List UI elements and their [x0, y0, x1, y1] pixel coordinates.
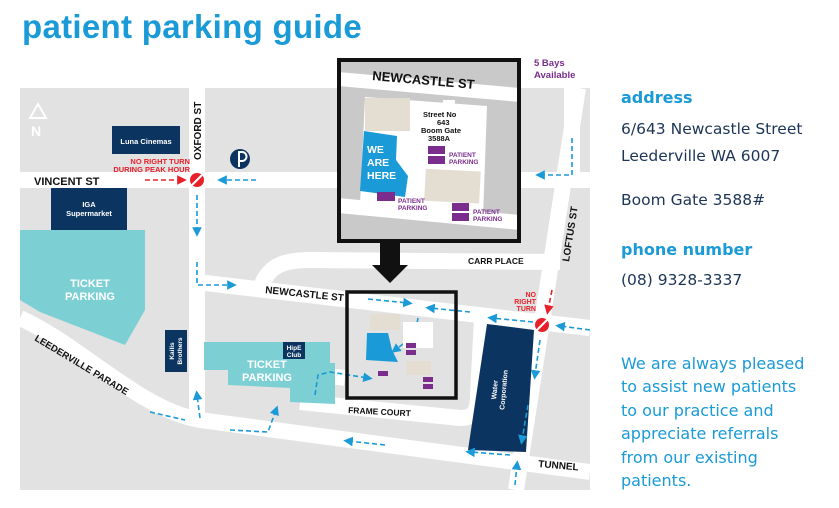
welcome-message: We are always pleased to assist new pati… — [621, 352, 831, 492]
luna-cinemas-label: Luna Cinemas — [120, 137, 171, 146]
boom-gate-value: 3588A — [428, 134, 451, 143]
we-are-here-label-3: HERE — [367, 170, 396, 182]
practice-location-box — [345, 290, 458, 400]
compass-label: N — [31, 123, 41, 139]
patient-parking-label: PATIENT — [398, 198, 425, 205]
message-line: We are always pleased — [621, 354, 805, 373]
loftus-warning-2: RIGHT — [514, 299, 537, 306]
luna-cinemas-building — [112, 126, 180, 154]
patient-parking-label: PATIENT — [473, 209, 500, 216]
patient-parking-label-2: PARKING — [473, 216, 503, 223]
message-line: appreciate referrals — [621, 424, 779, 444]
address-line-2: Leederville WA 6007 — [621, 147, 781, 165]
parking-icon — [230, 149, 250, 169]
north-arrow-icon — [28, 101, 48, 119]
north-compass: N — [28, 101, 48, 139]
iga-label: IGA — [82, 200, 96, 209]
tunnel-label: TUNNEL — [538, 459, 579, 473]
ticket-parking-label: TICKET — [70, 278, 110, 290]
address-heading: address — [621, 88, 693, 107]
patient-parking-label-2: PARKING — [449, 159, 479, 166]
kailis-brothers-building — [165, 330, 187, 372]
ticket-parking-label-centre: TICKET — [247, 359, 287, 371]
street-no-value: 643 — [437, 118, 450, 127]
page-title: patient parking guide — [22, 8, 362, 45]
water-corporation-building — [468, 324, 534, 452]
hipe-label-2: Club — [287, 352, 301, 359]
boom-gate-code: Boom Gate 3588# — [621, 191, 766, 209]
carr-place-label: CARR PLACE — [468, 256, 524, 266]
leederville-parade-road — [16, 310, 592, 480]
route-arrows: @ — [149, 138, 591, 486]
bays-available-label: Available — [534, 70, 575, 81]
loftus-warning-3: TURN — [517, 306, 536, 313]
water-corp-label-2: Corporation — [499, 370, 509, 411]
no-right-turn-arrow — [544, 289, 554, 315]
ticket-parking-west — [20, 230, 145, 345]
frame-court-label: FRAME COURT — [348, 405, 412, 418]
loftus-warning-1: NO — [526, 292, 537, 299]
no-right-turn-label: NO RIGHT TURN — [130, 157, 190, 166]
hipe-label: HipE — [287, 345, 302, 352]
ticket-parking-label-centre-2: PARKING — [242, 372, 292, 384]
hipe-club-building — [283, 342, 305, 359]
pointer-arrow-icon — [372, 242, 408, 283]
inset-detail-map: NEWCASTLE ST WE ARE HERE Street No 643 B… — [337, 58, 521, 243]
phone-heading: phone number — [621, 240, 753, 259]
water-corp-label: Water — [491, 380, 500, 400]
kailis-label-2: Brothers — [177, 337, 184, 364]
patient-parking-label: PATIENT — [449, 152, 476, 159]
boom-gate-label: Boom Gate — [421, 126, 461, 135]
oxford-st-label: OXFORD ST — [193, 102, 204, 160]
bays-count-label: 5 Bays — [534, 58, 565, 69]
we-are-here-label-2: ARE — [367, 157, 389, 169]
peak-hour-label: DURING PEAK HOUR — [113, 165, 190, 174]
iga-label-2: Supermarket — [66, 209, 112, 218]
newcastle-st-road — [196, 274, 591, 336]
we-are-here-label: WE — [367, 144, 384, 156]
message-line: patients. — [621, 471, 692, 491]
iga-building — [51, 188, 127, 230]
message-line: from our existing — [621, 447, 758, 467]
message-line: to our practice and — [621, 400, 774, 420]
street-no-label: Street No — [423, 110, 457, 119]
no-entry-icon — [535, 318, 549, 332]
address-line-1: 6/643 Newcastle Street — [621, 120, 803, 138]
patient-parking-label-2: PARKING — [398, 205, 428, 212]
vincent-st-label: VINCENT ST — [34, 176, 100, 188]
message-line: to assist new patients — [621, 377, 797, 397]
ticket-parking-label-2: PARKING — [65, 291, 115, 303]
kailis-label: Kailis — [169, 342, 176, 360]
carr-place-road — [254, 251, 561, 288]
no-entry-icon — [190, 173, 204, 187]
phone-number[interactable]: (08) 9328-3337 — [621, 271, 743, 289]
